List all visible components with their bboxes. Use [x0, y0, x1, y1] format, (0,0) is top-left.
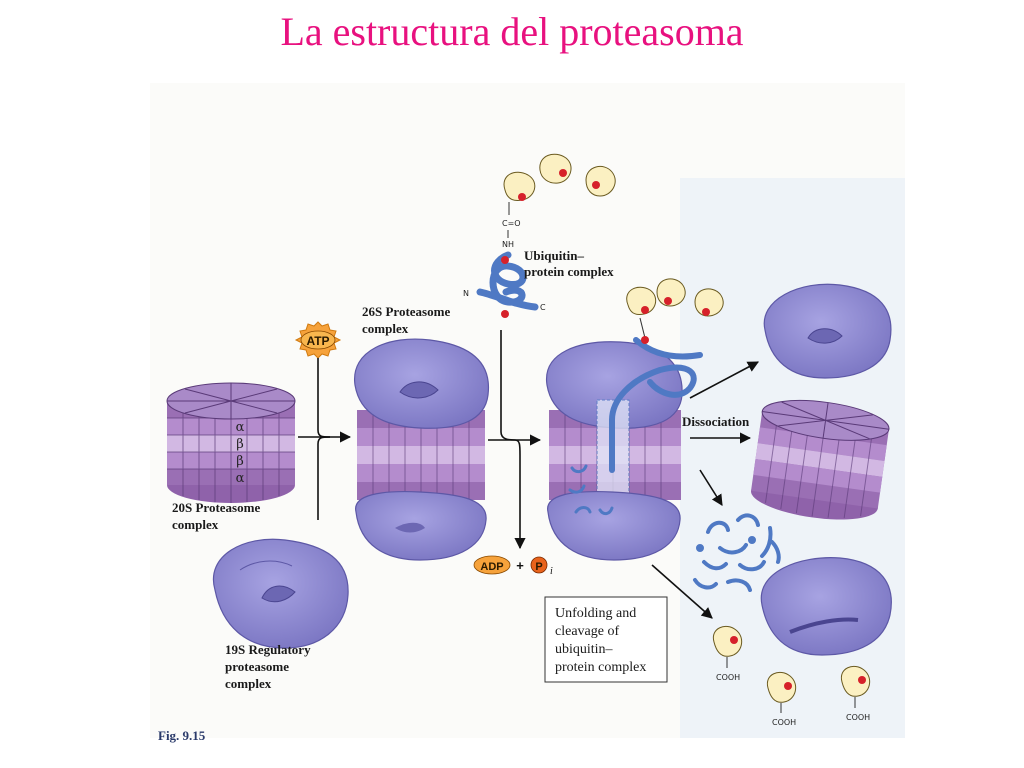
released-cap-bottom: [760, 557, 892, 656]
label-20s-line1: 20S Proteasome: [172, 500, 260, 515]
ring-alpha-top: α: [236, 420, 245, 435]
chem-n: N: [463, 289, 469, 298]
cooh-label-1: COOH: [716, 673, 740, 682]
atp-badge: ATP: [294, 321, 342, 359]
ring-beta-1: β: [236, 437, 244, 452]
free-ubiquitin-3: [840, 666, 871, 708]
ubiquitin-chain-released: [626, 278, 724, 344]
released-20s: [751, 399, 890, 520]
dissociation-arrows: [651, 361, 759, 619]
unfolding-line3: ubiquitin–: [555, 642, 614, 657]
label-dissociation: Dissociation: [682, 414, 750, 429]
ubiquitin-chain-top: [503, 153, 616, 215]
label-19s-line3: complex: [225, 676, 272, 691]
proteasome-20s: α β β α: [166, 382, 296, 503]
pi-subscript: i: [550, 566, 553, 577]
ring-beta-2: β: [236, 454, 244, 469]
binding-arrows: [488, 330, 542, 550]
chem-nh: NH: [502, 240, 514, 249]
free-ubiquitin-1: [712, 626, 743, 668]
figure-caption: Fig. 9.15: [158, 728, 206, 743]
lysine-marker-2: [501, 310, 509, 318]
ring-alpha-bottom: α: [236, 471, 245, 486]
label-ubiquitin-line2: protein complex: [524, 264, 614, 279]
label-26s-line2: complex: [362, 321, 409, 336]
assembly-arrows: [298, 358, 352, 520]
lysine-marker: [501, 256, 509, 264]
unfolding-line4: protein complex: [555, 660, 646, 675]
cooh-label-2: COOH: [772, 718, 796, 727]
label-ubiquitin-line1: Ubiquitin–: [524, 248, 584, 263]
proteasome-26s: [354, 338, 490, 561]
cooh-label-3: COOH: [846, 713, 870, 722]
label-26s-line1: 26S Proteasome: [362, 304, 450, 319]
adp-label: ADP: [480, 561, 503, 573]
plus-sign: +: [516, 558, 524, 573]
pi-label: P: [535, 561, 542, 573]
target-protein-knot: [476, 251, 539, 311]
adp-pi-products: ADP + P i: [473, 555, 553, 577]
label-20s-line2: complex: [172, 517, 219, 532]
chem-co: C=O: [502, 219, 521, 228]
peptide-fragments: [693, 513, 781, 592]
unfolding-line1: Unfolding and: [555, 606, 636, 621]
unfolding-line2: cleavage of: [555, 624, 619, 639]
label-19s-line1: 19S Regulatory: [225, 642, 311, 657]
free-ubiquitin-2: [766, 672, 797, 713]
chem-c: C: [540, 303, 546, 312]
regulatory-19s-cap: [212, 538, 349, 649]
released-cap-top: [763, 283, 892, 379]
unfolding-caption-box: Unfolding and cleavage of ubiquitin– pro…: [544, 596, 668, 683]
threading-protein: [609, 337, 703, 473]
label-19s-line2: proteasome: [225, 659, 289, 674]
atp-label: ATP: [306, 334, 329, 348]
peptide-fragments-inside: [568, 464, 614, 516]
page-title: La estructura del proteasoma: [280, 9, 744, 54]
